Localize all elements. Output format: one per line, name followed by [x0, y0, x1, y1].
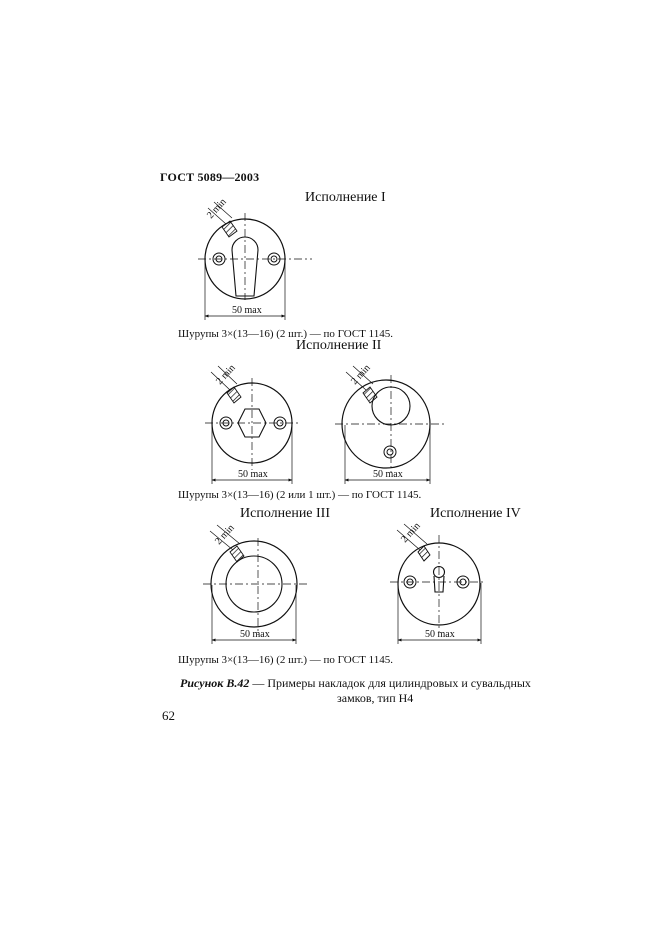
drawing-variant-2-right	[335, 365, 445, 484]
variant-2-title: Исполнение II	[296, 338, 382, 353]
figure-caption: Рисунок В.42 — Примеры накладок для цили…	[180, 676, 531, 691]
drawing-variant-3	[203, 524, 310, 644]
width-label-v2-right: 50 max	[373, 469, 403, 480]
figure-caption-lead: Рисунок В.42	[180, 676, 250, 690]
screws-note-2: Шурупы 3×(13—16) (2 или 1 шт.) — по ГОСТ…	[178, 489, 422, 501]
drawing-variant-4	[390, 523, 486, 644]
page-number: 62	[162, 708, 175, 723]
screws-note-1: Шурупы 3×(13—16) (2 шт.) — по ГОСТ 1145.	[178, 328, 393, 340]
width-label-v3: 50 max	[240, 629, 270, 640]
variant-1-title: Исполнение I	[305, 190, 386, 205]
width-label-v1: 50 max	[232, 305, 262, 316]
variant-4-title: Исполнение IV	[430, 506, 521, 521]
width-label-v2-left: 50 max	[238, 469, 268, 480]
document-header: ГОСТ 5089—2003	[160, 170, 260, 184]
drawing-variant-2-left	[205, 365, 300, 484]
thickness-label-v4: 2 min	[399, 521, 423, 545]
thickness-label-v1: 2 min	[205, 197, 229, 221]
variant-3-title: Исполнение III	[240, 506, 331, 521]
figure-caption-line2: замков, тип Н4	[337, 691, 414, 705]
screws-note-3: Шурупы 3×(13—16) (2 шт.) — по ГОСТ 1145.	[178, 654, 393, 666]
figure-caption-text: — Примеры накладок для цилиндровых и сув…	[249, 676, 531, 690]
width-label-v4: 50 max	[425, 629, 455, 640]
drawing-variant-1	[198, 201, 312, 320]
thickness-label-v2-left: 2 min	[214, 363, 238, 387]
